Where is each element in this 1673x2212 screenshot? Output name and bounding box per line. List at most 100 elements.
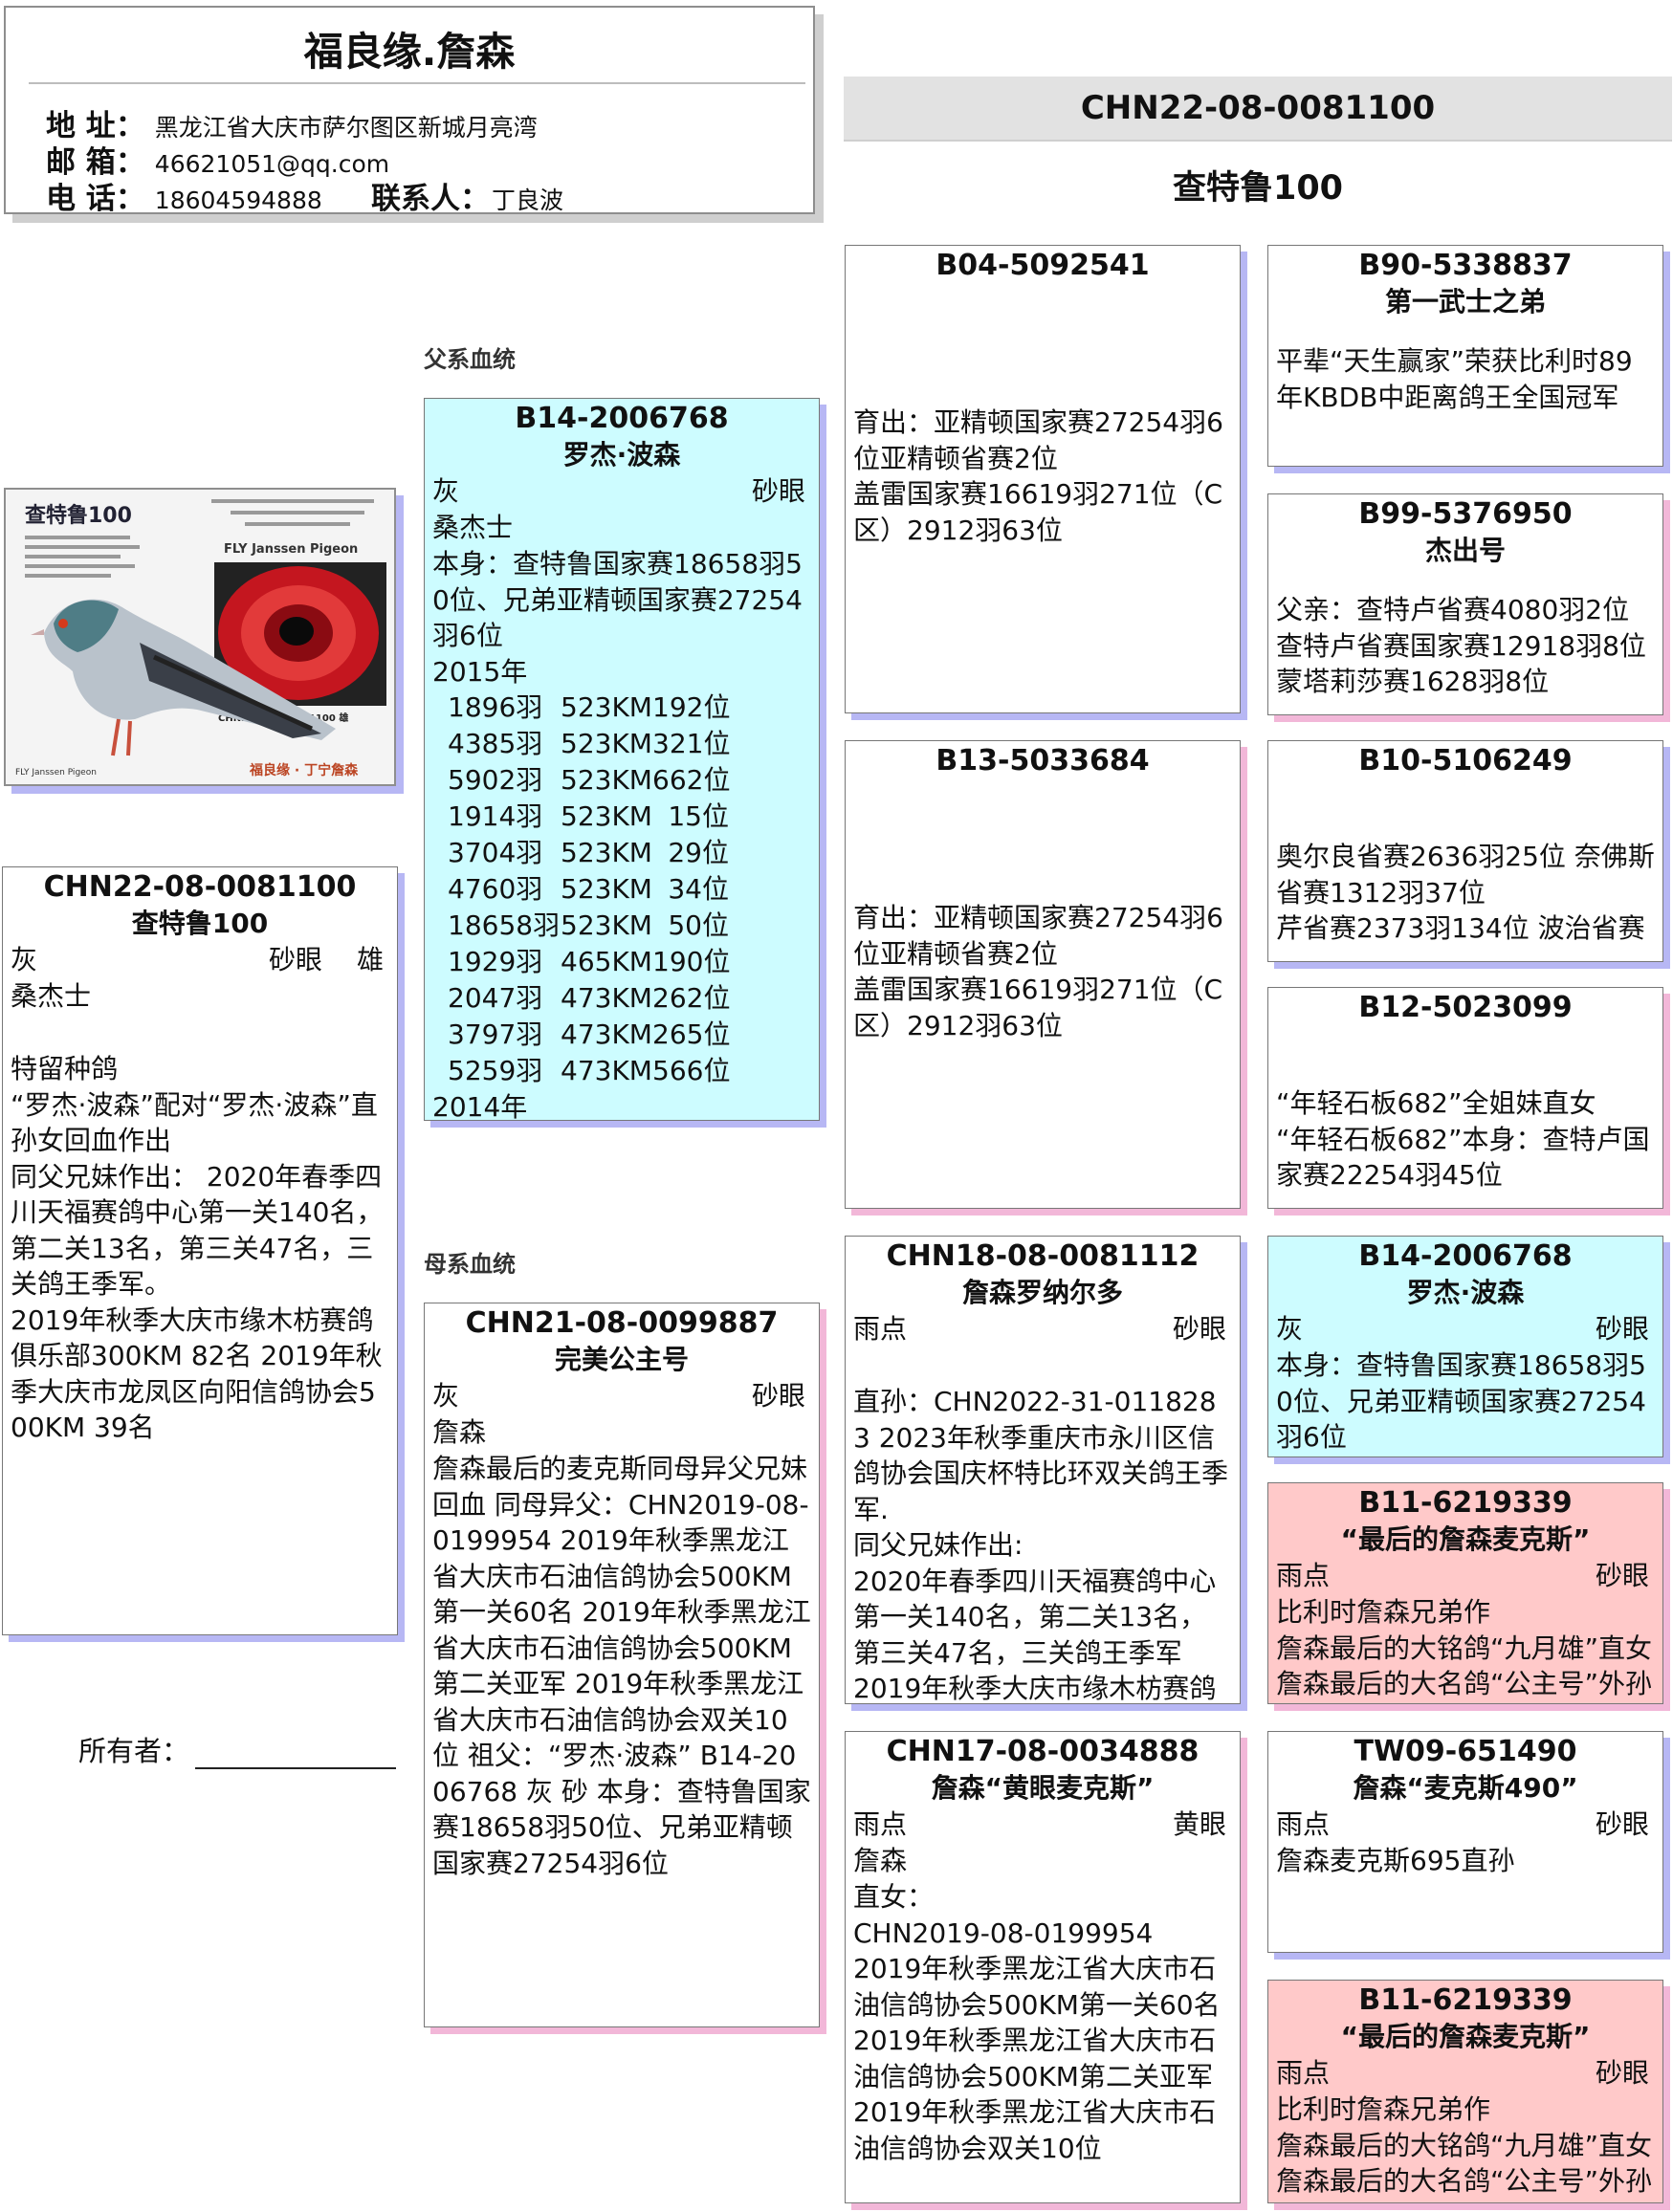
ggp5-ring: B14-2006768	[1358, 1239, 1573, 1273]
ggp6-color: 雨点	[1276, 1560, 1331, 1591]
email-line: 邮 箱： 46621051@qq.com	[46, 138, 389, 181]
ggp2-ring: B99-5376950	[1358, 497, 1573, 531]
sire-result-distance: 523KM	[561, 909, 652, 941]
grandsire-paternal-card[interactable]: B04-5092541 育出：亚精顿国家赛27254羽6位亚精顿省赛2位 盖雷国…	[845, 245, 1241, 713]
ggp5-name: 罗杰·波森	[1406, 1277, 1525, 1308]
ggp6-card[interactable]: B11-6219339 “最后的詹森麦克斯” 雨点 砂眼 比利时詹森兄弟作 詹森…	[1267, 1482, 1663, 1704]
sire-result-place: 262位	[652, 982, 731, 1014]
sire-result-birds: 4385羽	[448, 728, 543, 759]
pigeon-photo: 查特鲁100 FLY Janssen Pigeon CHN2022-08-008…	[4, 488, 396, 786]
sire-result-place: 321位	[652, 728, 731, 759]
gp3-color: 雨点	[853, 1313, 908, 1345]
sire-card[interactable]: B14-2006768 罗杰·波森 灰 砂眼 桑杰士 本身：查特鲁国家赛1865…	[424, 398, 820, 1121]
granddam-maternal-card[interactable]: CHN17-08-0034888 詹森“黄眼麦克斯” 雨点 黄眼 詹森 直女： …	[845, 1731, 1241, 2203]
banner-ring: CHN22-08-0081100	[844, 77, 1672, 142]
sire-result-birds: 2047羽	[448, 982, 543, 1014]
ggp7-ring: TW09-651490	[1354, 1735, 1577, 1768]
contact-label: 联系人：	[371, 182, 490, 216]
dam-card[interactable]: CHN21-08-0099887 完美公主号 灰 砂眼 詹森 詹森最后的麦克斯同…	[424, 1303, 820, 2027]
owner-signature-blank[interactable]	[195, 1742, 397, 1769]
ggp5-card[interactable]: B14-2006768 罗杰·波森 灰 砂眼 本身：查特鲁国家赛18658羽50…	[1267, 1236, 1663, 1457]
ggp1-ring: B90-5338837	[1358, 249, 1573, 282]
sire-result-place: 265位	[652, 1018, 731, 1050]
ggp1-card[interactable]: B90-5338837 第一武士之弟 平辈“天生赢家”荣获比利时89年KBDB中…	[1267, 245, 1663, 467]
loft-header: 福良缘.詹森 地 址：黑龙江省大庆市萨尔图区新城月亮湾 邮 箱： 46621051…	[4, 6, 815, 216]
dam-name: 完美公主号	[554, 1344, 689, 1375]
sire-result-birds: 1914羽	[448, 800, 543, 832]
sire-result-birds: 1929羽	[448, 946, 543, 977]
grandsire-maternal-card[interactable]: CHN18-08-0081112 詹森罗纳尔多 雨点 砂眼 直孙：CHN2022…	[845, 1236, 1241, 1704]
ggp6-traits: 雨点 砂眼	[1276, 1558, 1655, 1594]
loft-title: 福良缘.詹森	[303, 29, 516, 75]
subject-color: 灰	[11, 944, 38, 975]
sire-tail-year: 2014年	[432, 1091, 528, 1121]
sire-result-birds: 3704羽	[448, 837, 543, 868]
ggp6-eye: 砂眼	[1595, 1560, 1649, 1591]
ggp7-traits: 雨点 砂眼	[1276, 1807, 1655, 1843]
granddam-paternal-card[interactable]: B13-5033684 育出：亚精顿国家赛27254羽6位亚精顿省赛2位 盖雷国…	[845, 740, 1241, 1209]
ggp5-traits: 灰 砂眼	[1276, 1311, 1655, 1347]
sire-result-birds: 18658羽	[448, 909, 561, 941]
sire-result-birds: 3797羽	[448, 1018, 543, 1050]
sire-section-label: 父系血统	[424, 346, 516, 373]
dam-notes: 詹森最后的麦克斯同母异父兄妹回血 同母异父：CHN2019-08-0199954…	[432, 1453, 811, 1879]
ggp4-card[interactable]: B12-5023099 “年轻石板682”全姐妹直女 “年轻石板682”本身：查…	[1267, 987, 1663, 1209]
phone-label: 电 话：	[46, 182, 145, 216]
email-value[interactable]: 46621051@qq.com	[154, 150, 390, 178]
owner-line: 所有者：	[78, 1729, 397, 1769]
sire-result-distance: 523KM	[561, 873, 652, 905]
gp4-strain: 詹森	[853, 1845, 908, 1876]
contact-value: 丁良波	[492, 186, 564, 214]
ggp7-eye: 砂眼	[1595, 1808, 1649, 1840]
sire-strain: 桑杰士	[432, 512, 514, 543]
sire-notes: 本身：查特鲁国家赛18658羽50位、兄弟亚精顿国家赛27254羽6位 2015…	[432, 548, 803, 688]
gp3-notes: 直孙：CHN2022-31-0118283 2023年秋季重庆市永川区信鸽协会国…	[853, 1386, 1229, 1704]
gp3-eye: 砂眼	[1172, 1313, 1226, 1345]
ggp3-card[interactable]: B10-5106249 奥尔良省赛2636羽25位 奈佛斯省赛1312羽37位 …	[1267, 740, 1663, 962]
subject-traits: 灰 砂眼 雄	[11, 942, 389, 978]
sire-result-place: 34位	[668, 873, 729, 905]
subject-notes: 特留种鸽 “罗杰·波森”配对“罗杰·波森”直孙女回血作出 同父兄妹作出： 202…	[11, 1053, 384, 1443]
ggp5-color: 灰	[1276, 1313, 1304, 1345]
dam-section-label: 母系血统	[424, 1251, 516, 1278]
ggp7-card[interactable]: TW09-651490 詹森“麦克斯490” 雨点 砂眼 詹森麦克斯695直孙	[1267, 1731, 1663, 1953]
sire-name: 罗杰·波森	[562, 439, 681, 471]
ggp8-card[interactable]: B11-6219339 “最后的詹森麦克斯” 雨点 砂眼 比利时詹森兄弟作 詹森…	[1267, 1980, 1663, 2203]
ggp7-color: 雨点	[1276, 1808, 1331, 1840]
ggp7-notes: 詹森麦克斯695直孙	[1276, 1845, 1515, 1876]
ggp1-name: 第一武士之弟	[1384, 286, 1546, 318]
ggp4-ring: B12-5023099	[1358, 991, 1573, 1024]
ggp5-eye: 砂眼	[1595, 1313, 1649, 1345]
sire-result-birds: 1896羽	[448, 691, 543, 723]
address-line: 地 址：黑龙江省大庆市萨尔图区新城月亮湾	[46, 101, 538, 144]
dam-ring: CHN21-08-0099887	[465, 1306, 779, 1340]
ggp8-ring: B11-6219339	[1358, 1983, 1573, 2017]
gp4-eye: 黄眼	[1172, 1808, 1226, 1840]
sire-result-distance: 523KM	[561, 800, 652, 832]
sire-result-birds: 5902羽	[448, 764, 543, 796]
banner-name: 查特鲁100	[1172, 169, 1344, 208]
gp4-ring: CHN17-08-0034888	[886, 1735, 1200, 1768]
sire-eye: 砂眼	[751, 475, 805, 507]
subject-card[interactable]: CHN22-08-0081100 查特鲁100 灰 砂眼 雄 桑杰士 特留种鸽 …	[2, 866, 398, 1635]
ggp8-eye: 砂眼	[1595, 2057, 1649, 2089]
sire-color: 灰	[432, 475, 460, 507]
gp1-notes: 育出：亚精顿国家赛27254羽6位亚精顿省赛2位 盖雷国家赛16619羽271位…	[853, 406, 1223, 546]
phone-value[interactable]: 18604594888	[154, 186, 322, 214]
ggp2-card[interactable]: B99-5376950 杰出号 父亲：查特卢省赛4080羽2位 查特卢省赛国家赛…	[1267, 493, 1663, 715]
subject-eye: 砂眼	[268, 944, 322, 975]
gp4-notes: 直女： CHN2019-08-0199954 2019年秋季黑龙江省大庆市石油信…	[853, 1881, 1221, 2164]
address-label: 地 址：	[46, 109, 145, 143]
subject-strain: 桑杰士	[11, 980, 92, 1012]
ggp1-notes: 平辈“天生赢家”荣获比利时89年KBDB中距离鸽王全国冠军	[1276, 345, 1633, 413]
ggp8-name: “最后的詹森麦克斯”	[1340, 2021, 1591, 2052]
ggp3-notes: 奥尔良省赛2636羽25位 奈佛斯省赛1312羽37位 芹省赛2373羽134位…	[1276, 841, 1655, 944]
subject-sex: 雄	[356, 944, 384, 975]
email-label: 邮 箱：	[46, 145, 145, 180]
ggp2-name: 杰出号	[1424, 535, 1506, 566]
gp3-ring: CHN18-08-0081112	[886, 1239, 1200, 1273]
